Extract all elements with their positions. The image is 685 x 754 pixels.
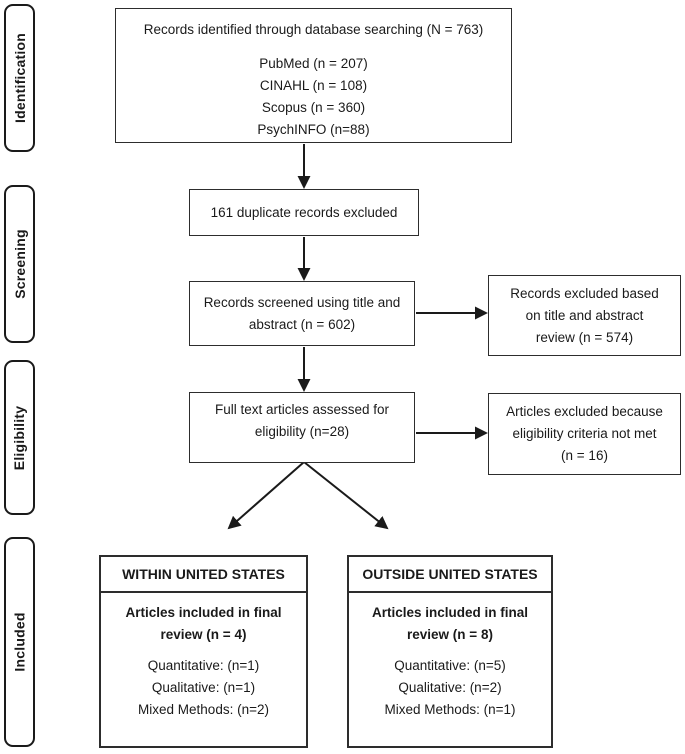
articles-excluded-box: Articles excluded because eligibility cr… bbox=[488, 393, 681, 475]
database-source-list: PubMed (n = 207) CINAHL (n = 108) Scopus… bbox=[116, 53, 511, 141]
stage-identification-label: Identification bbox=[11, 33, 28, 123]
stage-eligibility-label: Eligibility bbox=[11, 405, 28, 470]
outside-us-mixed-methods: Mixed Methods: (n=1) bbox=[384, 702, 516, 717]
records-excluded-box: Records excluded based on title and abst… bbox=[488, 275, 681, 356]
stage-eligibility: Eligibility bbox=[4, 360, 35, 515]
fulltext-assessed-line-2: eligibility (n=28) bbox=[254, 423, 350, 439]
records-screened-box: Records screened using title and abstrac… bbox=[189, 281, 415, 346]
records-excluded-line-2: on title and abstract bbox=[525, 307, 644, 323]
arrow-fulltext-to-outside-us bbox=[303, 461, 389, 530]
within-us-included-line-1: Articles included in final bbox=[125, 605, 282, 620]
records-excluded-line-1: Records excluded based bbox=[510, 285, 659, 301]
records-excluded-line-3: review (n = 574) bbox=[535, 329, 634, 345]
within-us-body: Articles included in final review (n = 4… bbox=[101, 593, 306, 721]
fulltext-assessed-line-1: Full text articles assessed for bbox=[214, 401, 390, 417]
within-us-breakdown: Quantitative: (n=1) Qualitative: (n=1) M… bbox=[101, 655, 306, 721]
source-psychinfo: PsychINFO (n=88) bbox=[257, 122, 370, 137]
articles-excluded-line-2: eligibility criteria not met bbox=[512, 426, 657, 441]
records-screened-line-1: Records screened using title and bbox=[203, 294, 401, 310]
duplicates-excluded-text: 161 duplicate records excluded bbox=[210, 204, 398, 220]
source-scopus: Scopus (n = 360) bbox=[261, 100, 366, 115]
outside-us-header: OUTSIDE UNITED STATES bbox=[349, 557, 551, 593]
stage-included: Included bbox=[4, 537, 35, 747]
within-us-mixed-methods: Mixed Methods: (n=2) bbox=[138, 702, 269, 717]
stage-included-label: Included bbox=[11, 612, 28, 672]
stage-screening: Screening bbox=[4, 185, 35, 343]
outside-us-box: OUTSIDE UNITED STATES Articles included … bbox=[347, 555, 553, 748]
duplicates-excluded-box: 161 duplicate records excluded bbox=[189, 189, 419, 236]
within-us-header: WITHIN UNITED STATES bbox=[101, 557, 306, 593]
records-identified-box: Records identified through database sear… bbox=[115, 8, 512, 143]
source-pubmed: PubMed (n = 207) bbox=[259, 56, 368, 71]
stage-screening-label: Screening bbox=[11, 229, 28, 299]
articles-excluded-line-1: Articles excluded because bbox=[506, 404, 663, 419]
within-us-included-title: Articles included in final review (n = 4… bbox=[101, 602, 306, 646]
outside-us-included-line-2: review (n = 8) bbox=[407, 627, 493, 642]
within-us-quantitative: Quantitative: (n=1) bbox=[147, 658, 260, 673]
within-us-box: WITHIN UNITED STATES Articles included i… bbox=[99, 555, 308, 748]
stage-identification: Identification bbox=[4, 4, 35, 152]
source-cinahl: CINAHL (n = 108) bbox=[259, 78, 368, 93]
outside-us-included-line-1: Articles included in final bbox=[371, 605, 529, 620]
outside-us-included-title: Articles included in final review (n = 8… bbox=[349, 602, 551, 646]
within-us-included-line-2: review (n = 4) bbox=[160, 627, 247, 642]
within-us-qualitative: Qualitative: (n=1) bbox=[151, 680, 256, 695]
records-screened-line-2: abstract (n = 602) bbox=[248, 316, 356, 332]
outside-us-quantitative: Quantitative: (n=5) bbox=[394, 658, 506, 673]
outside-us-qualitative: Qualitative: (n=2) bbox=[398, 680, 502, 695]
fulltext-assessed-box: Full text articles assessed for eligibil… bbox=[189, 392, 415, 463]
articles-excluded-line-3: (n = 16) bbox=[561, 448, 608, 463]
outside-us-body: Articles included in final review (n = 8… bbox=[349, 593, 551, 721]
records-identified-title: Records identified through database sear… bbox=[143, 22, 484, 37]
outside-us-breakdown: Quantitative: (n=5) Qualitative: (n=2) M… bbox=[349, 655, 551, 721]
arrow-fulltext-to-within-us bbox=[227, 461, 305, 530]
